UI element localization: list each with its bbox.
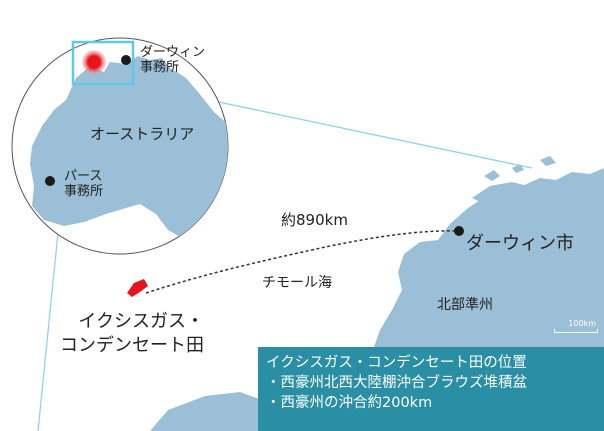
- northern-australia-land: [374, 168, 604, 347]
- darwin-office-line1: ダーウィン: [140, 45, 206, 60]
- northern-territory-label: 北部準州: [437, 297, 493, 313]
- zoom-area-box: [71, 40, 135, 86]
- scale-bar-line: [554, 329, 598, 333]
- pipeline-route: [145, 230, 459, 294]
- field-label-line1: イクシスガス・: [78, 311, 204, 332]
- darwin-office-label: ダーウィン 事務所: [140, 45, 206, 76]
- melville-island: [472, 182, 528, 206]
- perth-office-dot: [45, 176, 55, 186]
- perth-office-label: パース 事務所: [64, 169, 104, 200]
- timor-sea-label: チモール海: [262, 275, 332, 291]
- land-bottom-left: [150, 392, 262, 431]
- info-box-title: イクシスガス・コンデンセート田の位置: [266, 355, 527, 371]
- darwin-city-label: ダーウィン市: [466, 233, 574, 254]
- darwin-office-dot: [121, 55, 131, 65]
- scale-bar: 100km: [554, 319, 598, 333]
- distance-label: 約890km: [281, 211, 348, 229]
- info-box-line1: ・西豪州北西大陸棚沖合ブラウズ堆積盆: [266, 375, 527, 391]
- ichthys-field-shape: [127, 279, 148, 297]
- field-marker: [87, 55, 101, 69]
- field-label: イクシスガス・ コンデンセート田: [60, 310, 204, 358]
- info-box: イクシスガス・コンデンセート田の位置 ・西豪州北西大陸棚沖合ブラウズ堆積盆 ・西…: [258, 347, 604, 431]
- darwin-office-line2: 事務所: [140, 59, 180, 75]
- perth-office-line2: 事務所: [64, 183, 104, 199]
- coastal-island-3: [540, 156, 556, 166]
- darwin-city-dot: [454, 226, 464, 236]
- coastal-island-1: [484, 170, 500, 181]
- perth-office-line1: パース: [64, 169, 103, 184]
- australia-label: オーストラリア: [90, 125, 195, 143]
- australia-land: [30, 56, 228, 238]
- scale-label: 100km: [568, 319, 596, 328]
- field-label-line2: コンデンセート田: [60, 335, 204, 356]
- coastal-island-4: [556, 180, 566, 188]
- info-box-line2: ・西豪州の沖合約200km: [266, 395, 433, 411]
